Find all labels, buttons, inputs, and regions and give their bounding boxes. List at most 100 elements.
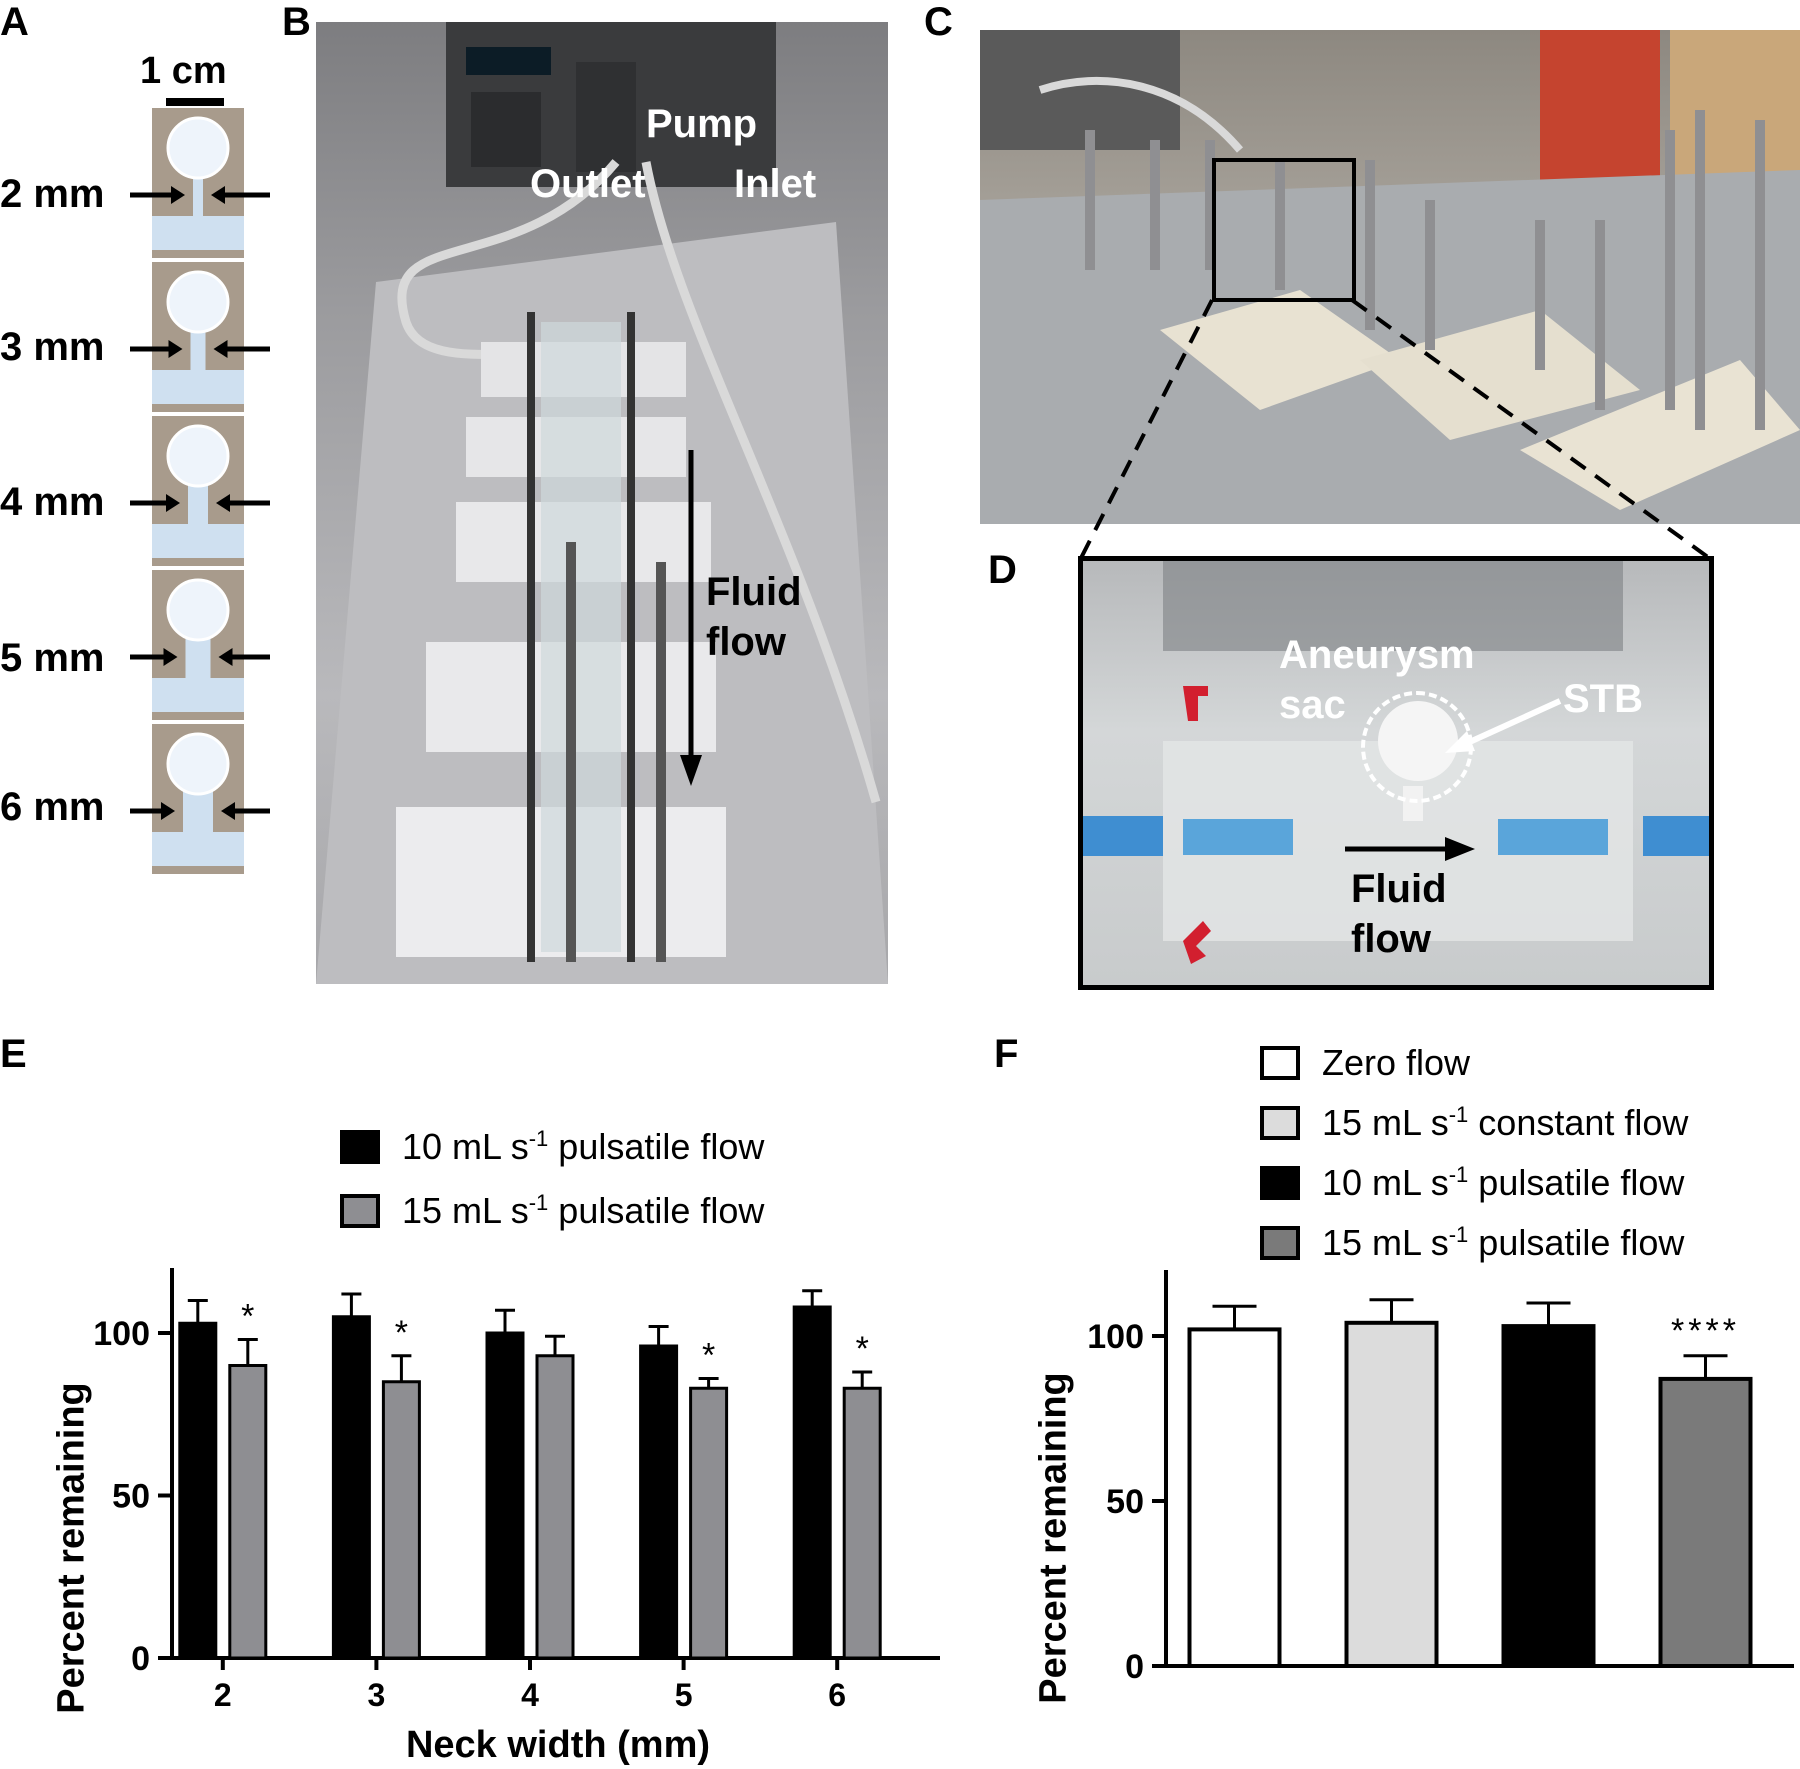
legend-e-item-1: 10 mL s-1 pulsatile flow	[340, 1126, 764, 1168]
legend-f-label-2: 15 mL s-1 constant flow	[1322, 1102, 1689, 1143]
chart-e-significance-marker: *	[702, 1337, 715, 1375]
flow-arrow-b	[680, 450, 702, 786]
legend-f-item-1: Zero flow	[1260, 1042, 1470, 1084]
neck-arrowhead-right-3mm	[213, 340, 228, 358]
aneurysm-sac-3mm	[166, 270, 230, 334]
neck-label-6mm: 6 mm	[0, 785, 105, 829]
chart-e-y-tick-label: 100	[93, 1315, 150, 1353]
chart-e-y-tick-label: 50	[112, 1478, 150, 1516]
neck-arrowhead-left-5mm	[163, 648, 178, 666]
chart-e-bar-2-series1	[178, 1321, 218, 1660]
legend-f-item-4: 15 mL s-1 pulsatile flow	[1260, 1222, 1684, 1264]
chart-e-significance-marker: *	[395, 1314, 408, 1352]
neck-arrowhead-left-2mm	[171, 186, 185, 204]
chart-f-significance-marker: ****	[1671, 1312, 1740, 1350]
chart-e-bar-4-series2	[535, 1354, 575, 1660]
neck-2mm	[193, 168, 203, 218]
chart-e-bar-5-series1	[639, 1344, 679, 1660]
flow-arrow-d	[1345, 837, 1475, 861]
parent-vessel-5mm	[152, 678, 244, 712]
legend-f-item-3: 10 mL s-1 pulsatile flow	[1260, 1162, 1684, 1204]
chart-e-bar-6-series1	[792, 1305, 832, 1660]
neck-label-3mm: 3 mm	[0, 325, 105, 369]
panel-letter-f: F	[994, 1032, 1019, 1076]
chart-e-y-axis-title: Percent remaining	[50, 1382, 93, 1714]
parent-vessel-6mm	[152, 832, 244, 866]
scale-bar	[166, 98, 224, 106]
fluid-flow-label-d-1: Fluid	[1351, 867, 1447, 911]
neck-arrowhead-right-4mm	[216, 494, 230, 512]
chart-e-x-tick-label: 5	[675, 1677, 693, 1713]
legend-e-label-2: 15 mL s-1 pulsatile flow	[402, 1190, 765, 1231]
aneurysm-sac-2mm	[166, 116, 230, 180]
legend-e-item-2: 15 mL s-1 pulsatile flow	[340, 1190, 764, 1232]
chart-e-y-tick-label: 0	[131, 1640, 150, 1678]
inlet-label: Inlet	[734, 162, 817, 206]
chart-f-bar-2	[1344, 1320, 1439, 1668]
legend-f-label-4: 15 mL s-1 pulsatile flow	[1322, 1222, 1685, 1263]
stb-label: STB	[1563, 677, 1643, 721]
neck-arrowhead-left-6mm	[161, 802, 175, 820]
legend-e-swatch-2	[340, 1194, 380, 1228]
chart-f-y-axis-title: Percent remaining	[1032, 1372, 1075, 1704]
neck-width-schematics	[130, 108, 270, 874]
photo-b-shapes	[316, 22, 888, 984]
outlet-label: Outlet	[530, 162, 646, 206]
chart-e-significance-marker: *	[241, 1298, 254, 1336]
aneurysm-sac-6mm	[166, 732, 230, 796]
chart-e-bar-2-series2	[228, 1364, 268, 1660]
panel-letter-c: C	[924, 0, 953, 44]
legend-f-swatch-3	[1260, 1166, 1300, 1200]
chart-f: Zero flow 15 mL s-1 constant flow 10 mL …	[994, 1030, 1800, 1769]
zoom-box	[1212, 158, 1356, 302]
aneurysm-sac-label-2: sac	[1279, 683, 1346, 727]
photo-side-view	[980, 30, 1800, 524]
chart-e-x-axis-title: Neck width (mm)	[405, 1724, 711, 1766]
parent-vessel-3mm	[152, 370, 244, 404]
neck-arrowhead-right-5mm	[218, 648, 233, 666]
panel-letter-d: D	[988, 548, 1017, 592]
parent-vessel-2mm	[152, 216, 244, 250]
legend-f-swatch-2	[1260, 1106, 1300, 1140]
aneurysm-sac-label-1: Aneurysm	[1279, 633, 1475, 677]
panel-letter-a: A	[0, 0, 29, 44]
aneurysm-sac-4mm	[166, 424, 230, 488]
chart-f-bar-3	[1501, 1324, 1596, 1668]
legend-e-swatch-1	[340, 1130, 380, 1164]
parent-vessel-4mm	[152, 524, 244, 558]
neck-arrowhead-right-2mm	[211, 186, 225, 204]
legend-e-label-1: 10 mL s-1 pulsatile flow	[402, 1126, 765, 1167]
neck-arrowhead-left-4mm	[166, 494, 180, 512]
chart-e-x-tick-label: 3	[368, 1677, 386, 1713]
chart-f-y-tick-label: 100	[1087, 1318, 1144, 1356]
chart-e-bar-5-series2	[689, 1386, 729, 1660]
chart-e-bar-3-series2	[381, 1380, 421, 1660]
neck-4mm	[188, 476, 208, 526]
legend-f-label-1: Zero flow	[1322, 1042, 1471, 1083]
panel-a: 1 cm 2 mm 3 mm 4 mm 5 mm 6 mm	[0, 40, 280, 890]
photo-c-shapes	[980, 30, 1800, 524]
legend-f-item-2: 15 mL s-1 constant flow	[1260, 1102, 1688, 1144]
chart-e-bar-3-series1	[331, 1315, 371, 1660]
legend-f-swatch-1	[1260, 1046, 1300, 1080]
chart-e-bar-4-series1	[485, 1331, 525, 1660]
photo-aneurysm-closeup: Aneurysm sac STB Fluid flow	[1078, 556, 1714, 990]
legend-f-swatch-4	[1260, 1226, 1300, 1260]
neck-arrowhead-left-3mm	[168, 340, 183, 358]
scale-bar-label: 1 cm	[140, 50, 227, 92]
neck-arrowhead-right-6mm	[221, 802, 235, 820]
neck-label-2mm: 2 mm	[0, 172, 105, 216]
legend-f-label-3: 10 mL s-1 pulsatile flow	[1322, 1162, 1685, 1203]
stb-arrow	[1445, 698, 1562, 753]
chart-f-bar-1	[1187, 1327, 1282, 1668]
chart-f-bar-4	[1658, 1376, 1753, 1668]
fluid-flow-label-d-2: flow	[1351, 917, 1431, 961]
chart-e-x-tick-label: 2	[214, 1677, 232, 1713]
chart-f-y-tick-label: 0	[1125, 1648, 1144, 1686]
chart-e-bar-6-series2	[842, 1386, 882, 1660]
pump-label: Pump	[646, 102, 758, 146]
chart-e: 10 mL s-1 pulsatile flow 15 mL s-1 pulsa…	[0, 1080, 960, 1769]
fluid-flow-label-b-1: Fluid	[706, 570, 802, 614]
